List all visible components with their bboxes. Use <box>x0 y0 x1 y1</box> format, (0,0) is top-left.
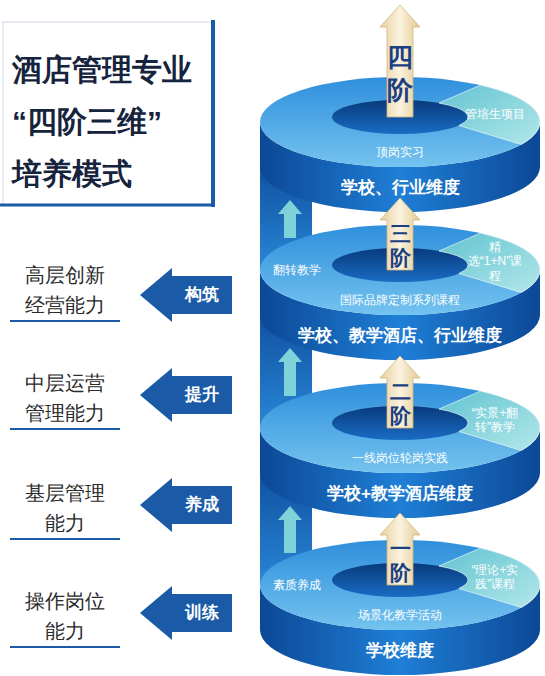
label-underline <box>10 538 120 540</box>
ability-verb: 构筑 <box>173 285 231 305</box>
dimension-label: 学校、行业维度 <box>265 178 535 198</box>
stage-arrow-shape <box>380 513 420 585</box>
ability-arrow: 训练 <box>140 586 232 640</box>
ability-arrow-shape <box>140 586 232 640</box>
title-frame-edge <box>211 20 215 207</box>
step-up-arrow <box>278 200 302 238</box>
ring-front-label: 顶岗实习 <box>320 145 480 159</box>
label-underline <box>10 646 120 648</box>
tier-ring: 一线岗位轮岗实践学校+教学酒店维度 二阶 “实景+翻转”教学 <box>255 378 545 520</box>
segment-label: “实景+翻转”教学 <box>461 406 530 435</box>
ring-front-label: 国际品牌定制系列课程 <box>320 293 480 307</box>
stage-label: 二阶 <box>388 380 412 427</box>
ability-label: 操作岗位能力 <box>22 586 108 646</box>
stage-arrow-shape <box>380 356 420 428</box>
ability-label: 基层管理能力 <box>22 478 108 538</box>
ability-arrow: 提升 <box>140 368 232 422</box>
ring-side-label: 素质养成 <box>267 578 327 592</box>
ability-label: 中层运营管理能力 <box>22 368 108 428</box>
ability-arrow-shape <box>140 268 232 322</box>
tier-ring: 顶岗实习学校、行业维度四阶管培生项目 <box>255 72 545 214</box>
ability-verb: 提升 <box>173 385 231 405</box>
stage-label: 四阶 <box>386 41 414 106</box>
title-frame <box>3 22 213 205</box>
ability-arrow: 养成 <box>140 478 232 532</box>
step-up-arrow <box>278 506 302 553</box>
ring-front-label: 一线岗位轮岗实践 <box>320 451 480 465</box>
diagram-title: 酒店管理专业 “四阶三维” 培养模式 <box>12 44 212 200</box>
stage-arrow: 四阶 <box>380 5 420 117</box>
dimension-label: 学校、教学酒店、行业维度 <box>265 326 535 346</box>
segment-label: “理论+实践”课程 <box>461 563 530 592</box>
ring-segment: 精选“1+N”课程 <box>437 230 541 296</box>
segment-shape <box>439 233 540 292</box>
label-underline <box>10 320 120 322</box>
ability-arrow: 构筑 <box>140 268 232 322</box>
ability-verb: 训练 <box>173 603 231 623</box>
stage-arrow: 三阶 <box>380 198 420 270</box>
stage-arrow-shape <box>380 5 420 117</box>
ring-segment: “实景+翻转”教学 <box>437 388 541 454</box>
tier-ring: 素质养成场景化教学活动学校维度 一阶 “理论+实践”课程 <box>255 535 545 676</box>
ring-segment: “理论+实践”课程 <box>437 545 541 611</box>
ring-front-label: 场景化教学活动 <box>320 608 480 622</box>
ability-verb: 养成 <box>173 495 231 515</box>
ability-arrow-shape <box>140 368 232 422</box>
ability-arrow-shape <box>140 478 232 532</box>
segment-label: 精选“1+N”课程 <box>465 240 526 283</box>
step-up-arrow <box>278 348 302 396</box>
tier-ring: 翻转教学国际品牌定制系列课程学校、教学酒店、行业维度 三阶 精选“1+N”课程 <box>255 220 545 362</box>
dimension-label: 学校维度 <box>265 641 535 661</box>
segment-shape <box>439 548 540 607</box>
segment-label: 管培生项目 <box>464 107 526 121</box>
dimension-label: 学校+教学酒店维度 <box>265 484 535 504</box>
stage-arrow: 二阶 <box>380 356 420 428</box>
label-underline <box>10 428 120 430</box>
segment-shape <box>439 85 540 144</box>
ring-segment: 管培生项目 <box>437 82 541 148</box>
stage-arrow: 一阶 <box>380 513 420 585</box>
stage-arrow-shape <box>380 198 420 270</box>
stage-label: 三阶 <box>388 222 412 269</box>
stage-label: 一阶 <box>388 537 412 584</box>
ability-label: 高层创新经营能力 <box>22 260 108 320</box>
segment-shape <box>439 391 540 450</box>
title-frame-edge <box>0 204 215 207</box>
ring-side-label: 翻转教学 <box>267 263 327 277</box>
